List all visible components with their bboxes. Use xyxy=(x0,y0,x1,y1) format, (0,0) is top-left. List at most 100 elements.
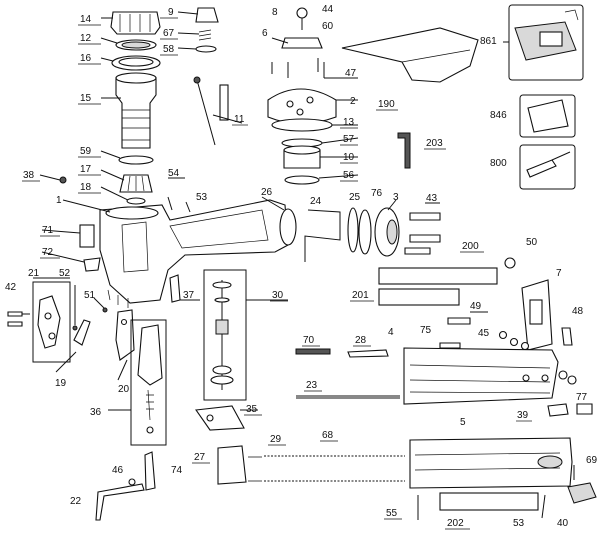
part-200-label xyxy=(378,267,498,285)
label-24: 24 xyxy=(310,196,322,207)
label-7: 7 xyxy=(556,268,562,279)
label-4: 4 xyxy=(388,327,394,338)
part-13-gasket xyxy=(271,118,358,132)
part-861-case xyxy=(503,4,584,81)
part-202-label xyxy=(439,492,539,511)
label-46: 46 xyxy=(112,465,124,476)
label-1: 1 xyxy=(56,195,62,206)
label-60: 60 xyxy=(322,21,334,32)
part-39-bracket xyxy=(547,403,569,417)
label-26: 26 xyxy=(261,187,273,198)
label-21: 21 xyxy=(28,268,40,279)
label-58: 58 xyxy=(163,44,175,55)
part-28-strip xyxy=(347,349,389,358)
label-74: 74 xyxy=(171,465,183,476)
part-14-cap xyxy=(101,11,161,35)
label-underlines xyxy=(22,17,532,530)
part-18-washer xyxy=(100,186,146,205)
label-29: 29 xyxy=(270,434,282,445)
label-27: 27 xyxy=(194,452,206,463)
label-53: 53 xyxy=(196,192,208,203)
part-6-cap xyxy=(271,37,323,49)
label-13: 13 xyxy=(343,117,355,128)
part-38-screw xyxy=(39,174,67,184)
label-67: 67 xyxy=(163,28,175,39)
label-201: 201 xyxy=(352,290,369,301)
label-53-lower: 53 xyxy=(513,518,525,529)
label-9: 9 xyxy=(168,7,174,18)
part-20-lever xyxy=(115,309,135,381)
label-6: 6 xyxy=(262,28,268,39)
label-72: 72 xyxy=(42,247,54,258)
part-3-cap xyxy=(374,199,400,257)
label-70: 70 xyxy=(303,335,315,346)
part-190-safety-glasses xyxy=(341,27,479,83)
label-23: 23 xyxy=(306,380,318,391)
label-19: 19 xyxy=(55,378,67,389)
part-57-oring xyxy=(281,137,359,148)
label-10: 10 xyxy=(343,152,355,163)
label-54: 54 xyxy=(168,168,180,179)
label-77: 77 xyxy=(576,392,588,403)
label-68: 68 xyxy=(322,430,334,441)
label-55: 55 xyxy=(386,508,398,519)
part-29-spring xyxy=(248,456,262,482)
part-37-screw xyxy=(169,274,200,303)
part-45-nuts xyxy=(498,330,530,351)
label-36: 36 xyxy=(90,407,102,418)
part-48-screws xyxy=(558,327,577,385)
label-16: 16 xyxy=(80,53,92,64)
part-203-hex-key xyxy=(397,132,411,169)
part-52-pin xyxy=(72,285,78,331)
part-25-ring xyxy=(347,207,359,253)
label-3: 3 xyxy=(393,192,399,203)
part-800-oil-bottle xyxy=(519,144,576,190)
part-5-rail xyxy=(409,437,573,489)
part-49-screw xyxy=(447,311,488,325)
label-14: 14 xyxy=(80,14,92,25)
part-76-ring xyxy=(358,209,372,255)
part-4-magazine xyxy=(403,347,559,405)
label-28: 28 xyxy=(355,335,367,346)
label-59: 59 xyxy=(80,146,92,157)
part-11-rod xyxy=(193,76,243,146)
label-17: 17 xyxy=(80,164,92,175)
part-42-screws xyxy=(7,311,30,327)
label-48: 48 xyxy=(572,306,584,317)
label-43: 43 xyxy=(426,193,438,204)
part-54-pin xyxy=(167,177,185,211)
label-200: 200 xyxy=(462,241,479,252)
part-22-lever xyxy=(95,483,145,521)
part-71-label xyxy=(41,224,95,248)
label-202: 202 xyxy=(447,518,464,529)
label-8: 8 xyxy=(272,7,278,18)
label-50: 50 xyxy=(526,237,538,248)
label-861: 861 xyxy=(480,36,497,47)
part-56-oring xyxy=(284,174,359,185)
part-23-rail xyxy=(296,395,400,399)
label-76: 76 xyxy=(371,188,383,199)
label-35: 35 xyxy=(246,404,258,415)
part-12-ring xyxy=(100,37,157,51)
part-53-spring-pin xyxy=(541,494,546,519)
label-5: 5 xyxy=(460,417,466,428)
part-1-housing xyxy=(62,199,289,308)
part-27-end-cap xyxy=(217,445,247,485)
label-49: 49 xyxy=(470,301,482,312)
part-77-clip xyxy=(576,403,593,415)
part-21-trigger-group xyxy=(32,277,71,363)
part-75-screw xyxy=(439,342,461,349)
part-17-knob xyxy=(100,169,153,193)
label-22: 22 xyxy=(70,496,82,507)
part-30-piston-assembly xyxy=(203,269,288,401)
part-72-label xyxy=(41,251,101,272)
part-24-spring xyxy=(304,209,341,262)
label-57: 57 xyxy=(343,134,355,145)
part-15-cylinder xyxy=(101,72,157,149)
part-846-bag xyxy=(519,94,576,138)
label-25: 25 xyxy=(349,192,361,203)
part-46-pin xyxy=(128,478,136,486)
label-47: 47 xyxy=(345,68,357,79)
